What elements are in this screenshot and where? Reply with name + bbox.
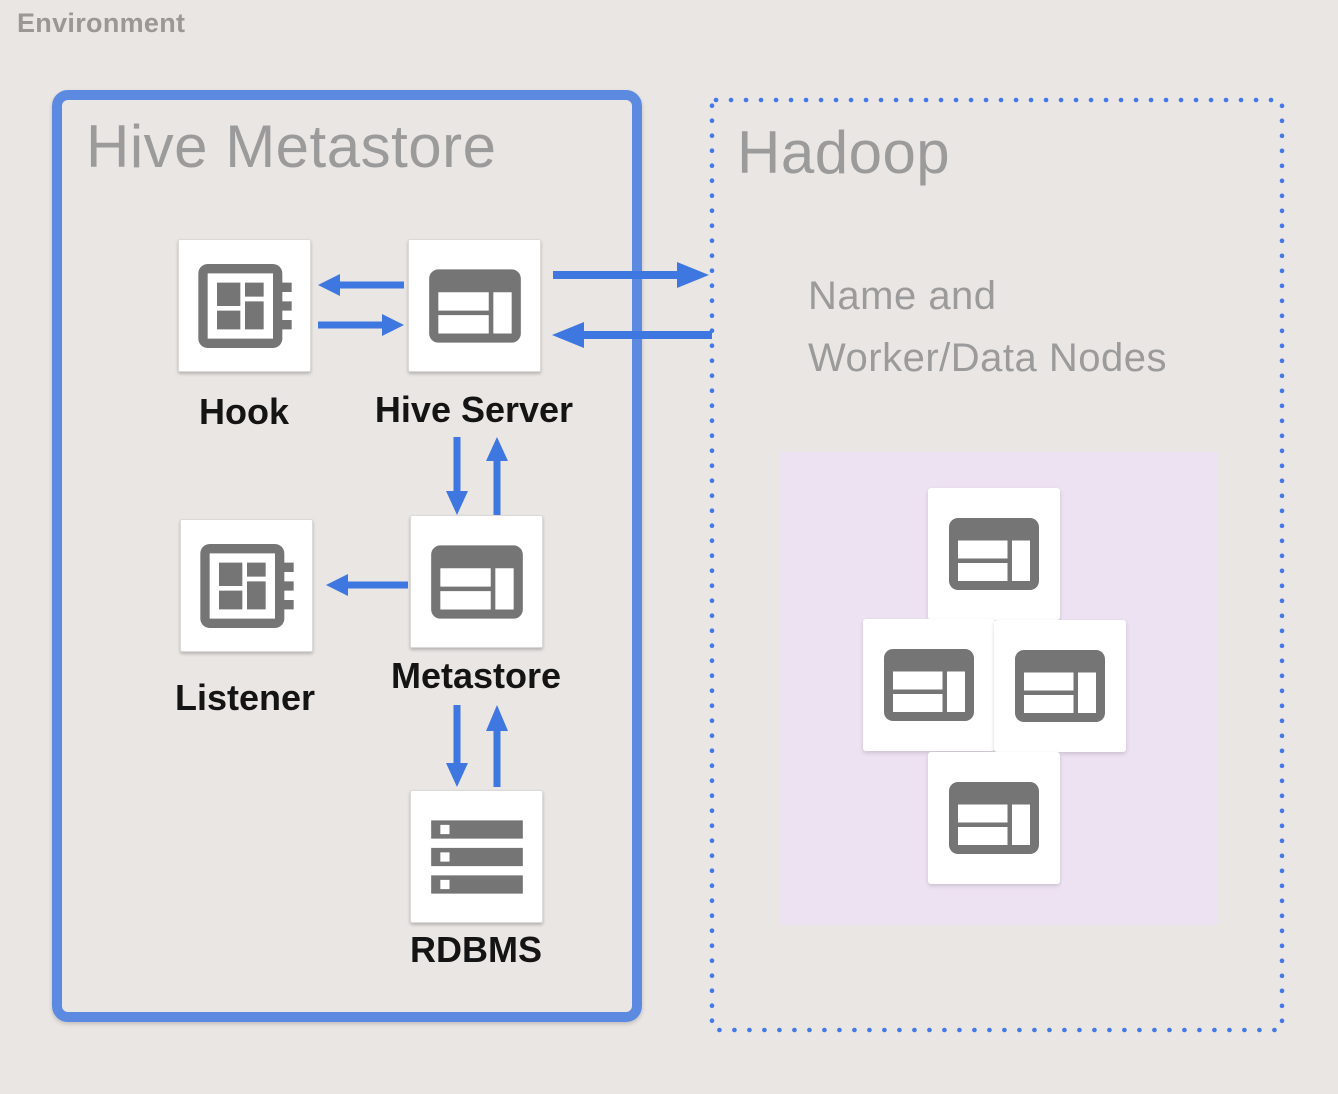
worker-node-card <box>928 752 1060 884</box>
web-icon <box>420 251 530 361</box>
metastore-label: Metastore <box>390 655 562 696</box>
developer-board-icon <box>191 530 303 642</box>
arrow-hive-server-to-hook <box>318 274 404 296</box>
hive-metastore-title: Hive Metastore <box>86 113 497 180</box>
environment-label: Environment <box>17 8 186 38</box>
worker-node-card <box>863 619 995 751</box>
web-icon <box>940 764 1048 872</box>
web-icon <box>940 500 1048 608</box>
hadoop-subtitle: Name and Worker/Data Nodes <box>808 265 1167 389</box>
hook-label: Hook <box>199 391 289 432</box>
storage-icon <box>422 802 532 912</box>
listener-node-card <box>180 519 313 652</box>
arrow-hive-server-to-metastore <box>446 437 468 515</box>
arrow-metastore-to-hive-server <box>486 437 508 515</box>
hadoop-subtitle-line2: Worker/Data Nodes <box>808 336 1168 380</box>
listener-label: Listener <box>174 677 316 718</box>
hive-server-label: Hive Server <box>374 389 574 430</box>
hadoop-box: Hadoop Name and Worker/Data Nodes <box>709 97 1285 1033</box>
arrow-metastore-to-listener <box>326 574 408 596</box>
hook-node-card <box>178 239 311 372</box>
metastore-node-card <box>410 515 543 648</box>
web-icon <box>875 631 983 739</box>
arrow-hive-server-to-hadoop <box>553 262 709 288</box>
rdbms-label: RDBMS <box>410 929 542 970</box>
arrow-rdbms-to-metastore <box>486 705 508 787</box>
web-icon <box>422 527 532 637</box>
hadoop-title: Hadoop <box>737 119 951 186</box>
worker-node-card <box>994 620 1126 752</box>
arrow-metastore-to-rdbms <box>446 705 468 787</box>
rdbms-node-card <box>410 790 543 923</box>
worker-node-card <box>928 488 1060 620</box>
hive-server-node-card <box>408 239 541 372</box>
web-icon <box>1006 632 1114 740</box>
developer-board-icon <box>189 250 301 362</box>
hadoop-subtitle-line1: Name and <box>808 274 997 318</box>
arrow-hadoop-to-hive-server <box>552 322 712 348</box>
hadoop-cluster-area <box>780 452 1218 925</box>
arrow-hook-to-hive-server <box>318 314 404 336</box>
hive-metastore-box <box>52 90 642 1022</box>
